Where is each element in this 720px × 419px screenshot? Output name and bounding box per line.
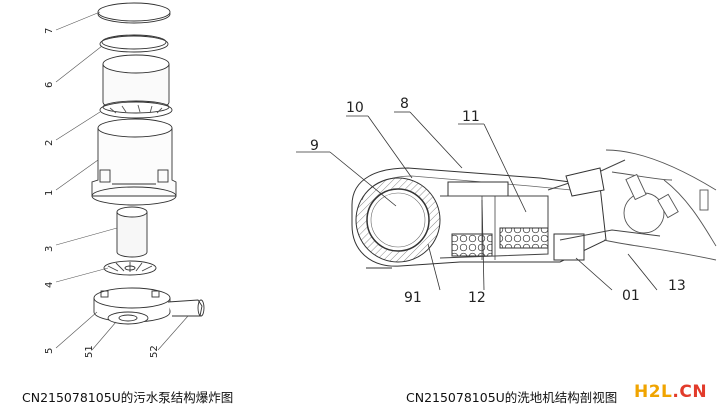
label-part-9: 9 — [310, 138, 319, 154]
latch — [565, 167, 605, 197]
logo-brand: H2L — [634, 382, 673, 402]
label-part-6: 6 — [44, 82, 55, 88]
label-part-1: 1 — [44, 190, 55, 196]
label-part-91: 91 — [404, 290, 422, 306]
label-part-13: 13 — [668, 278, 686, 294]
clean-water-tank — [447, 181, 509, 197]
section-leader-lines — [296, 111, 658, 291]
part-5-base — [93, 287, 205, 325]
label-part-12: 12 — [468, 290, 486, 306]
part-1-housing — [91, 118, 177, 206]
label-part-5: 5 — [44, 348, 55, 354]
body-outline — [603, 149, 717, 261]
label-part-7: 7 — [44, 28, 55, 34]
part-7-lid — [97, 2, 171, 24]
label-part-2: 2 — [44, 140, 55, 146]
part-2-cover — [99, 100, 173, 119]
label-part-52: 52 — [149, 345, 160, 358]
tank-frame — [439, 195, 549, 259]
label-part-4: 4 — [44, 282, 55, 288]
part-4-impeller — [103, 260, 157, 276]
part-6-ring — [99, 34, 169, 53]
label-part-8: 8 — [400, 96, 409, 112]
filter-foam-front — [451, 233, 493, 257]
label-part-3: 3 — [44, 246, 55, 252]
filter-foam — [499, 227, 549, 249]
label-part-51: 51 — [84, 345, 95, 358]
label-part-10: 10 — [346, 100, 364, 116]
pump-leader-lines — [55, 11, 189, 351]
h2l-watermark-logo: H2L.CN — [634, 382, 707, 402]
scrubber-section-view — [296, 111, 717, 291]
label-part-11: 11 — [462, 109, 480, 125]
logo-suffix: .CN — [672, 382, 708, 402]
right-figure-caption: CN215078105U的洗地机结构剖视图 — [406, 390, 618, 405]
left-figure-caption: CN215078105U的污水泵结构爆炸图 — [22, 390, 234, 405]
pump-exploded-view — [55, 2, 205, 351]
part-number-labels: 7 6 2 1 3 4 5 51 52 10 8 11 9 91 12 01 1… — [44, 28, 686, 358]
part-3-shaft — [116, 206, 148, 258]
label-part-01: 01 — [622, 288, 640, 304]
roller-brush — [355, 177, 441, 263]
